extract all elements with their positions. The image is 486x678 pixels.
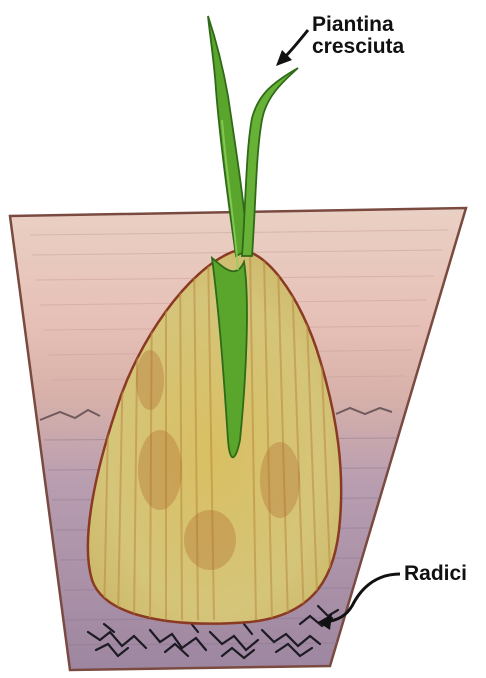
plant-label-line-1: Piantina [312,14,404,36]
roots-label: Radici [404,563,467,585]
arrow-to-plant [276,30,308,66]
plant-label: Piantina cresciuta [312,14,404,58]
plant-label-line-2: cresciuta [312,36,404,58]
